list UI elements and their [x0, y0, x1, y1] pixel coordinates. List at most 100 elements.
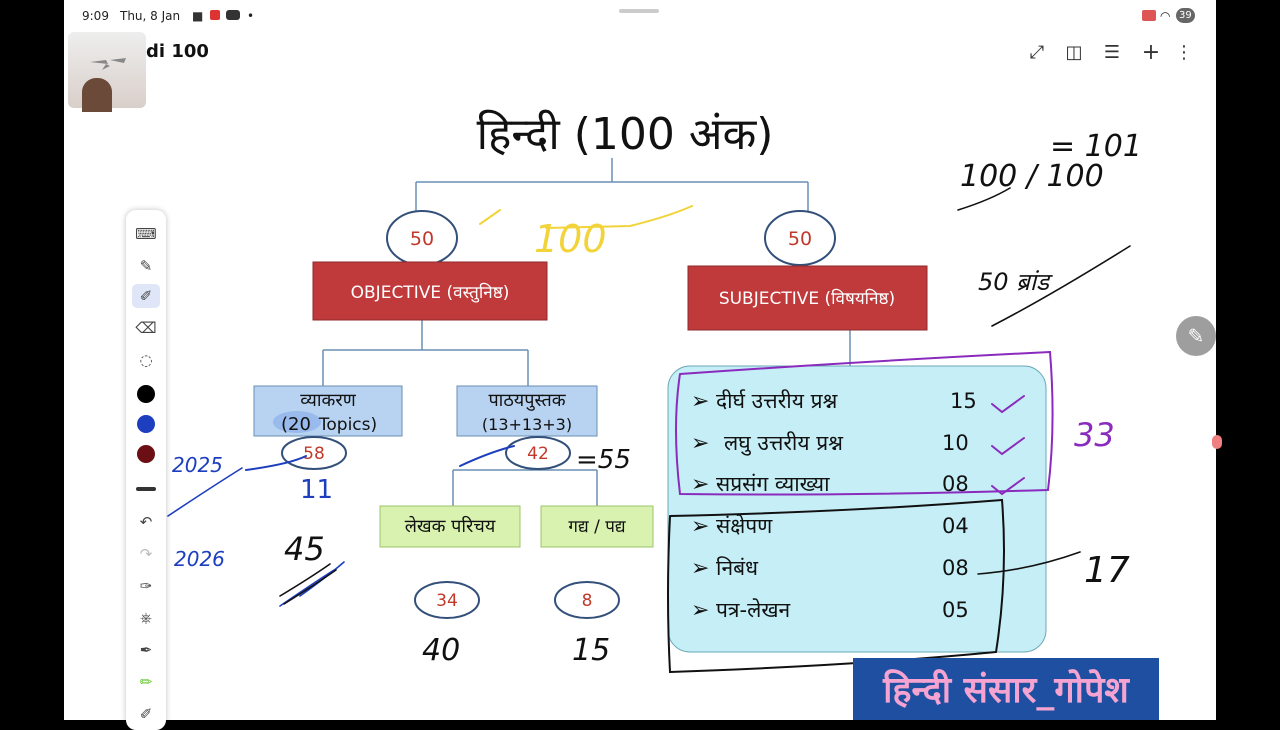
undo-icon[interactable]: ↶	[139, 513, 153, 531]
color-maroon-swatch[interactable]	[137, 445, 155, 463]
video-icon: ■	[192, 9, 204, 23]
ink-eq55: =55	[576, 445, 631, 475]
ceiling-fan-icon	[90, 58, 126, 70]
highlighter-icon[interactable]: ✐	[132, 284, 160, 308]
ink-numbers: 100 100 / 100 = 101 50 ब्रांड 2025 2026 …	[172, 129, 1142, 668]
ink-33: 33	[1074, 416, 1115, 454]
vyakaran-topics-word: Topics)	[318, 415, 377, 435]
ink-black-underlines	[957, 187, 1131, 327]
ink-40: 40	[422, 633, 460, 668]
document-title: di 100	[146, 41, 209, 62]
lekhak-box	[379, 505, 521, 548]
slide-page: हिन्दी (100 अंक) 50 50 OBJECTIVE (वस्तुन…	[150, 76, 1142, 720]
pdf-icon	[210, 10, 220, 20]
list-bullet-icon: ➢	[691, 556, 709, 581]
youtube-icon	[226, 10, 240, 20]
list-bullet-icon: ➢	[691, 598, 709, 623]
ink-fifty: 50 ब्रांड	[978, 268, 1053, 296]
gadya-box	[540, 505, 654, 548]
page-settings-icon[interactable]: ☰	[1103, 42, 1121, 63]
drag-handle[interactable]	[619, 9, 659, 13]
ink-annotations	[167, 187, 1131, 674]
list-item-marks: 04	[942, 514, 969, 538]
ink-blue-strokes	[245, 445, 515, 471]
tablet-screen: 9:09 Thu, 8 Jan ■ • ◠ 39 di 100 ⤢ ◫ ☰ + …	[64, 0, 1222, 730]
ink-100-yellow: 100	[534, 217, 607, 261]
ink-17: 17	[1084, 550, 1130, 591]
ink-15: 15	[572, 633, 610, 668]
stamp-icon[interactable]: ⎈	[139, 609, 152, 627]
pathya-marks: 42	[527, 444, 549, 464]
ink-black-lines	[279, 563, 337, 605]
list-bullet-icon: ➢	[691, 389, 709, 414]
pen-icon[interactable]: ✎	[139, 257, 153, 275]
list-item-label: संक्षेपण	[716, 514, 773, 538]
subjective-label: SUBJECTIVE (विषयनिष्ठ)	[719, 288, 895, 309]
gadya-marks-ellipse	[554, 581, 620, 619]
connector-lines	[322, 158, 851, 506]
slide-title: हिन्दी (100 अंक)	[477, 109, 774, 160]
list-bullet-icon: ➢	[691, 514, 709, 539]
objective-box	[312, 261, 548, 321]
wifi-icon: ◠	[1160, 9, 1171, 23]
list-item-label: सप्रसंग व्याख्या	[716, 472, 830, 496]
list-item-label: दीर्घ उत्तरीय प्रश्न	[716, 389, 839, 413]
stroke-width-icon[interactable]	[136, 487, 156, 491]
marker-icon[interactable]: ✏	[139, 673, 153, 691]
eraser-icon[interactable]: ⌫	[135, 319, 157, 337]
objective-label: OBJECTIVE (वस्तुनिष्ठ)	[351, 282, 510, 303]
list-bullet-icon: ➢	[691, 472, 709, 497]
list-item-marks: 15	[950, 389, 977, 413]
add-icon[interactable]: +	[1141, 40, 1161, 65]
subjective-marks: 50	[788, 228, 812, 250]
ink-yellow-strokes	[479, 205, 693, 229]
drawing-toolbar: ⌨ ✎ ✐ ⌫ ◌ ↶ ↷ ✑ ⎈ ✒ ✏ ✐	[126, 210, 166, 730]
side-handle[interactable]	[1212, 435, 1222, 449]
pathya-label: पाठयपुस्तक	[488, 390, 566, 411]
pencil-icon[interactable]: ✐	[139, 705, 153, 723]
ink-11: 11	[300, 475, 333, 505]
color-black-swatch[interactable]	[137, 385, 155, 403]
keyboard-icon[interactable]: ⌨	[135, 225, 157, 243]
more-dot-icon: •	[247, 9, 255, 23]
list-item-label: पत्र-लेखन	[716, 598, 791, 622]
vyakaran-label: व्याकरण	[300, 390, 356, 411]
lasso-icon[interactable]: ◌	[139, 351, 153, 369]
ink-check-marks	[991, 395, 1025, 496]
list-item-label: लघु उत्तरीय प्रश्न	[724, 431, 844, 456]
slide-canvas: हिन्दी (100 अंक) 50 50 OBJECTIVE (वस्तुन…	[167, 109, 1142, 674]
list-item-marks: 08	[942, 556, 969, 580]
video-thumbnail[interactable]	[68, 32, 146, 112]
ink-purple-bracket	[675, 350, 1054, 496]
presenter-avatar	[82, 78, 112, 112]
gadya-label: गद्य / पद्य	[568, 517, 625, 537]
vyakaran-topics-number: (20	[281, 414, 311, 435]
pathya-sub: (13+13+3)	[482, 415, 572, 434]
redo-icon[interactable]: ↷	[139, 545, 153, 563]
shape-pen-icon[interactable]: ✑	[139, 577, 153, 595]
title-bar: di 100 ⤢ ◫ ☰ + ⋮	[64, 32, 1216, 76]
ink-arrow	[977, 551, 1081, 575]
color-blue-swatch[interactable]	[137, 415, 155, 433]
pathya-marks-ellipse	[505, 436, 571, 470]
vyakaran-marks-ellipse	[281, 436, 347, 470]
fountain-pen-icon[interactable]: ✒	[139, 641, 153, 659]
list-item-marks: 10	[942, 431, 969, 455]
subjective-marks-ellipse	[764, 210, 836, 266]
lekhak-marks-ellipse	[414, 581, 480, 619]
subjective-box	[687, 265, 928, 331]
expand-icon[interactable]: ⤢	[1029, 42, 1045, 63]
more-options-icon[interactable]: ⋮	[1175, 42, 1193, 63]
gadya-marks: 8	[582, 591, 593, 611]
vyakaran-marks: 58	[303, 444, 325, 464]
ink-2025: 2025	[172, 453, 223, 477]
lekhak-label: लेखक परिचय	[405, 515, 496, 537]
highlight-mark	[273, 411, 321, 433]
lekhak-marks: 34	[436, 591, 458, 611]
status-bar: 9:09 Thu, 8 Jan ■ • ◠ 39	[64, 0, 1216, 32]
edit-pencil-button[interactable]: ✎	[1176, 316, 1216, 356]
status-time: 9:09	[82, 9, 109, 23]
ink-black-bracket	[667, 498, 1005, 674]
cast-icon	[1142, 10, 1156, 21]
book-view-icon[interactable]: ◫	[1065, 42, 1083, 63]
